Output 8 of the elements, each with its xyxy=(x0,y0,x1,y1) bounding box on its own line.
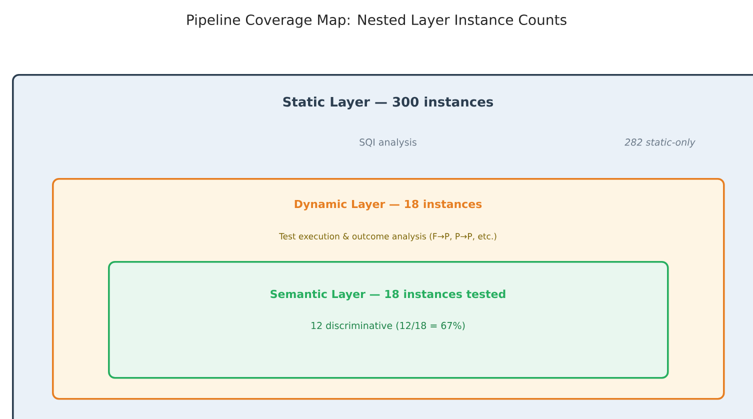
layer-heading: Dynamic Layer — 18 instances xyxy=(294,200,482,210)
layer-heading: Static Layer — 300 instances xyxy=(283,96,494,110)
count-note: 282 static-only xyxy=(624,138,696,148)
layer-heading: Semantic Layer — 18 instances tested xyxy=(270,290,506,300)
layer-description: SQI analysis xyxy=(360,138,416,148)
layer-description: Test execution & outcome analysis (F→P, P→P, etc.) xyxy=(279,232,496,242)
layer-description: 12 discriminative (12/18 = 67%) xyxy=(312,322,465,330)
diagram-title: Pipeline Coverage Map: Nested Layer Instance Counts xyxy=(187,14,566,28)
